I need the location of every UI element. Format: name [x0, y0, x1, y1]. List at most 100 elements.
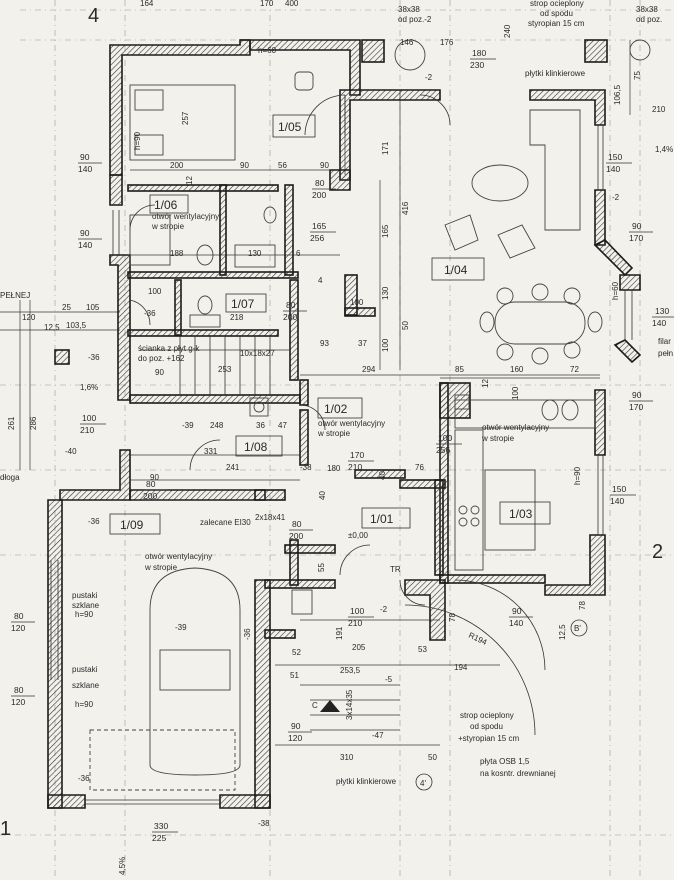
svg-text:h=60: h=60 [258, 46, 277, 55]
ceiling-note-1: strop ocieplony [460, 711, 514, 720]
svg-text:-2: -2 [612, 193, 620, 202]
furniture [89, 39, 651, 791]
svg-text:218: 218 [230, 313, 244, 322]
top-post-note-2: od poz.-2 [398, 15, 432, 24]
svg-text:225: 225 [152, 833, 166, 843]
stairs-note: 10x18x27 [240, 349, 275, 358]
svg-text:-38: -38 [258, 819, 270, 828]
svg-text:76: 76 [415, 463, 424, 472]
ceiling-note-2: od spodu [470, 722, 503, 731]
svg-text:-39: -39 [175, 623, 187, 632]
top-note-3: styropian 15 cm [528, 19, 585, 28]
svg-text:53: 53 [418, 645, 427, 654]
svg-text:140: 140 [606, 164, 620, 174]
stairs-c-note: C [312, 701, 318, 710]
svg-text:90: 90 [150, 473, 159, 482]
svg-text:85: 85 [455, 365, 464, 374]
svg-text:210: 210 [348, 462, 362, 472]
glass-block-note-2b: szklane [72, 681, 100, 690]
car [149, 567, 241, 776]
svg-text:55: 55 [317, 563, 326, 572]
slope-note-3: 4,5% [118, 857, 127, 875]
osb-note-2: na kosntr. drewnianej [480, 769, 556, 778]
svg-text:80: 80 [14, 611, 24, 621]
svg-text:120: 120 [11, 697, 25, 707]
svg-text:286: 286 [29, 416, 38, 430]
svg-text:12,5: 12,5 [44, 323, 60, 332]
grid-label-1: 1 [0, 818, 11, 840]
svg-text:130: 130 [655, 306, 669, 316]
svg-text:210: 210 [652, 105, 666, 114]
svg-text:194: 194 [454, 663, 468, 672]
svg-text:-38: -38 [300, 463, 312, 472]
stairs [140, 336, 400, 731]
wall-note-1: ścianka z płyt g-k [138, 344, 200, 353]
svg-text:180: 180 [472, 48, 486, 58]
svg-text:205: 205 [352, 643, 366, 652]
top-note-1: strop ocieplony [530, 0, 584, 8]
svg-text:140: 140 [78, 240, 92, 250]
round-table [394, 39, 426, 71]
stairs-d-note: 3x14x35 [345, 689, 354, 720]
svg-text:78: 78 [448, 613, 457, 622]
svg-text:100: 100 [350, 606, 364, 616]
svg-text:120: 120 [22, 313, 36, 322]
svg-text:330: 330 [154, 821, 168, 831]
svg-text:90: 90 [320, 161, 329, 170]
svg-text:164: 164 [140, 0, 154, 8]
vent-note-2b: w stropie [317, 429, 351, 438]
glass-block-note-1: pustaki [72, 591, 98, 600]
svg-text:100: 100 [82, 413, 96, 423]
windows [50, 125, 633, 805]
svg-text:176: 176 [440, 38, 454, 47]
svg-text:-36: -36 [144, 309, 156, 318]
room-label-1-02: 1/02 [324, 402, 348, 416]
svg-text:h=90: h=90 [133, 131, 142, 150]
room-label-1-09: 1/09 [120, 518, 144, 532]
svg-text:75: 75 [633, 71, 642, 80]
section-markers [320, 619, 588, 791]
svg-text:200: 200 [170, 161, 184, 170]
boiler [249, 397, 269, 417]
svg-text:160: 160 [510, 365, 524, 374]
top-note-2: od spodu [540, 9, 573, 18]
svg-text:257: 257 [181, 111, 190, 125]
bathtub [129, 214, 171, 266]
walls [47, 39, 642, 809]
grid-markers: 4 2 1 [0, 5, 663, 840]
svg-text:100: 100 [381, 338, 390, 352]
petne-note: pełn [658, 349, 673, 358]
svg-text:-36: -36 [88, 353, 100, 362]
vent-note-3: otwór wentylacyjny [482, 423, 549, 432]
room-label-1-06: 1/06 [154, 198, 178, 212]
svg-text:146: 146 [400, 38, 414, 47]
svg-text:150: 150 [612, 484, 626, 494]
osb-note-1: płyta OSB 1,5 [480, 757, 530, 766]
svg-text:105: 105 [86, 303, 100, 312]
top-post-note-r: 38x38 [636, 5, 658, 14]
glass-block-note-2: pustaki [72, 665, 98, 674]
svg-text:80: 80 [292, 519, 302, 529]
svg-text:52: 52 [292, 648, 301, 657]
svg-text:210: 210 [80, 425, 94, 435]
svg-text:171: 171 [381, 141, 390, 155]
kitchen-island [484, 469, 536, 551]
svg-text:150: 150 [608, 152, 622, 162]
room-label-1-07: 1/07 [231, 297, 255, 311]
grid-label-4: 4 [88, 5, 99, 27]
svg-text:331: 331 [204, 447, 218, 456]
svg-text:310: 310 [340, 753, 354, 762]
svg-text:40: 40 [378, 471, 387, 480]
svg-text:200: 200 [289, 531, 303, 541]
